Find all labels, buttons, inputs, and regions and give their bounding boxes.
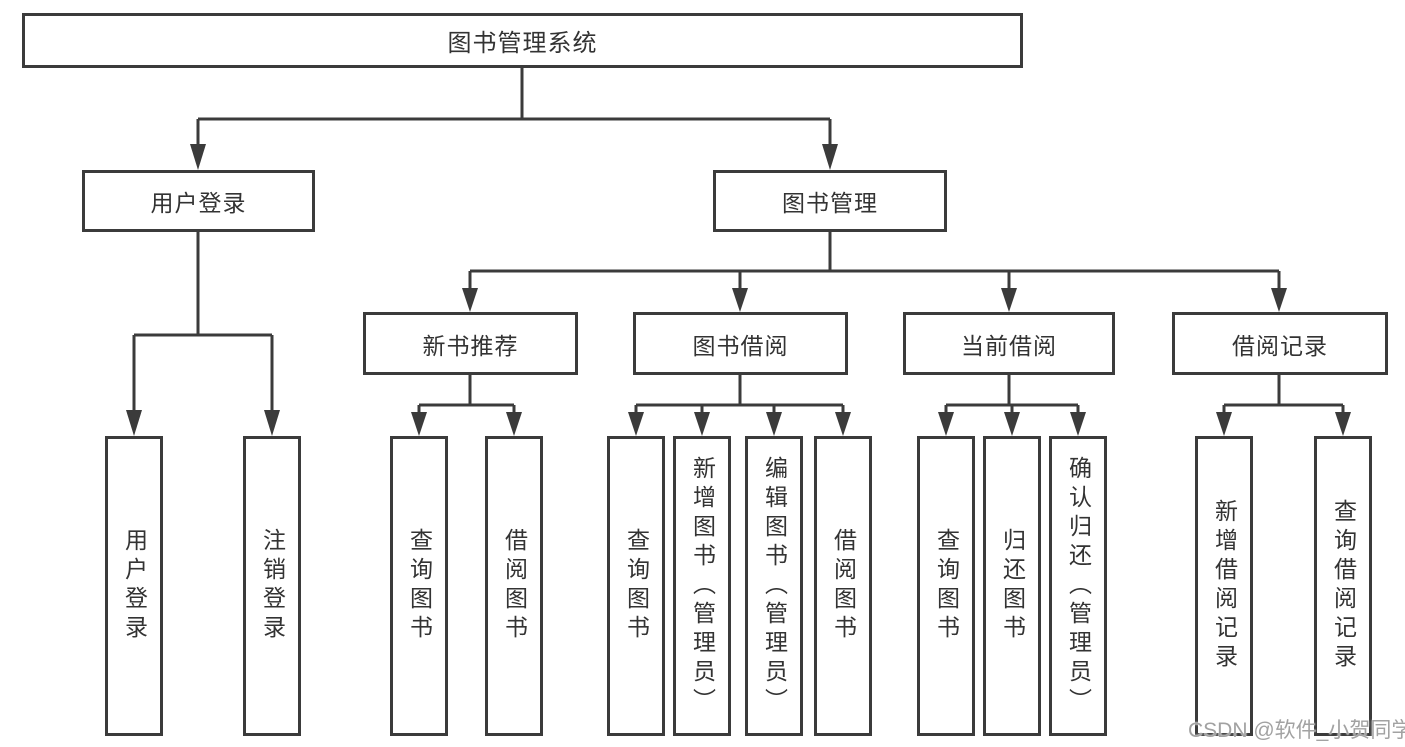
csdn-watermark: CSDN @软件_小贺同学 [1188, 719, 1405, 742]
node-root-system: 图书管理系统 [22, 13, 1023, 68]
leaf-current-query-book: 查询图书 [917, 436, 975, 736]
leaf-current-return-book: 归还图书 [983, 436, 1041, 736]
node-new-book-recommend: 新书推荐 [363, 312, 578, 375]
leaf-borrow-add-book-admin: 新增图书（管理员） [673, 436, 731, 736]
node-book-borrow: 图书借阅 [633, 312, 848, 375]
leaf-record-query-borrow-record: 查询借阅记录 [1314, 436, 1372, 736]
node-borrow-record: 借阅记录 [1172, 312, 1388, 375]
leaf-borrow-query-book: 查询图书 [607, 436, 665, 736]
leaf-logout: 注销登录 [243, 436, 301, 736]
leaf-recommend-query-book: 查询图书 [390, 436, 448, 736]
leaf-current-confirm-return-admin: 确认归还（管理员） [1049, 436, 1107, 736]
leaf-user-login: 用户登录 [105, 436, 163, 736]
leaf-borrow-borrow-book: 借阅图书 [814, 436, 872, 736]
node-current-borrow: 当前借阅 [903, 312, 1115, 375]
leaf-record-add-borrow-record: 新增借阅记录 [1195, 436, 1253, 736]
node-user-login: 用户登录 [82, 170, 315, 232]
node-book-management: 图书管理 [713, 170, 947, 232]
leaf-recommend-borrow-book: 借阅图书 [485, 436, 543, 736]
leaf-borrow-edit-book-admin: 编辑图书（管理员） [745, 436, 803, 736]
